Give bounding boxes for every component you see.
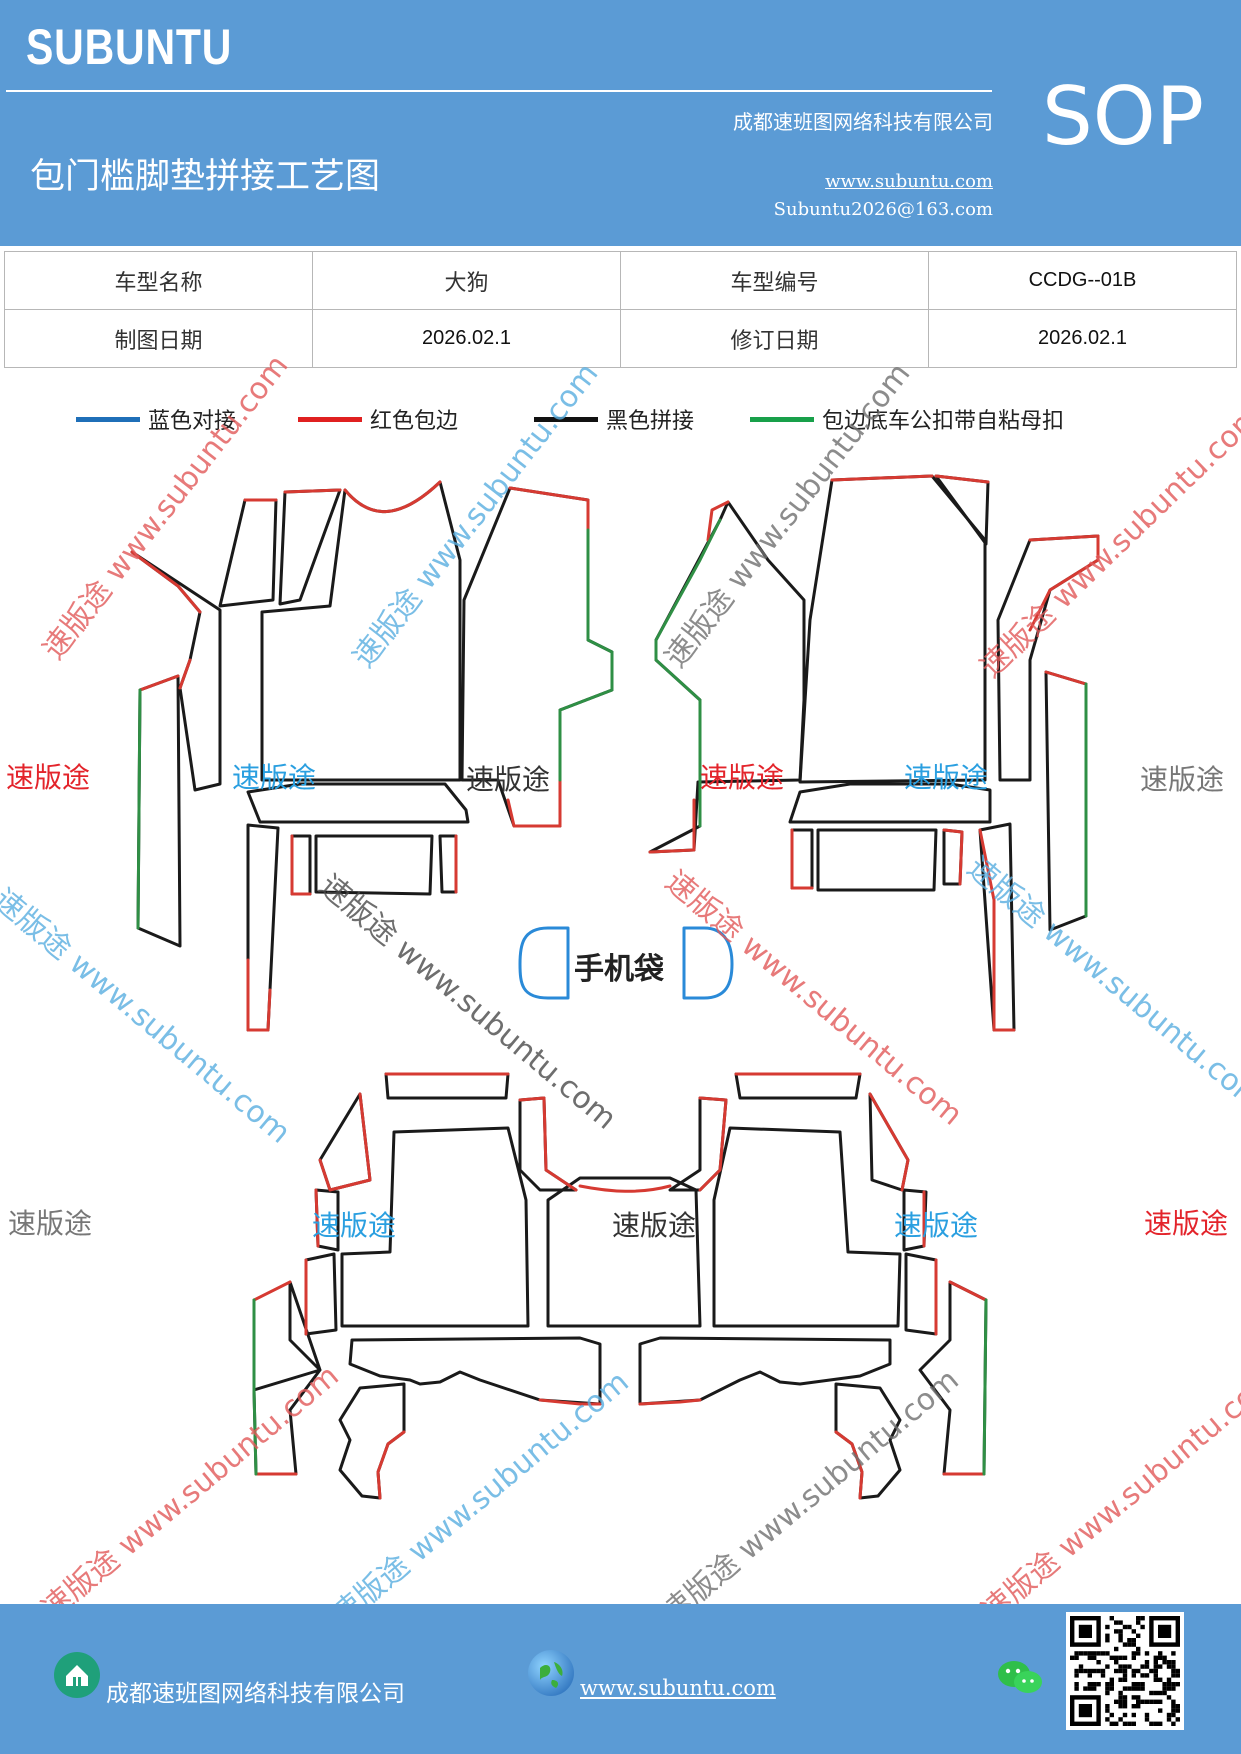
model-code-value: CCDG--01B (928, 251, 1237, 310)
mat-piece (712, 1126, 902, 1328)
mat-piece (136, 674, 182, 948)
mat-piece (934, 474, 990, 546)
mat-piece (868, 1092, 910, 1192)
model-name-value: 大狗 (312, 251, 621, 310)
mat-piece (260, 480, 462, 782)
qr-code-icon (1066, 1612, 1184, 1730)
sop-badge: SOP (1042, 70, 1204, 163)
brand-logo: SUBUNTU (26, 19, 233, 75)
header-email[interactable]: Subuntu2026@163.com (773, 199, 993, 220)
globe-icon (528, 1650, 574, 1696)
header-divider (6, 90, 992, 92)
mat-piece (638, 1336, 892, 1406)
legend-red-swatch (298, 416, 362, 422)
header-banner: SUBUNTU 成都速班图网络科技有限公司 包门槛脚垫拼接工艺图 www.sub… (0, 0, 1241, 246)
legend-label: 包边底车公扣带自粘母扣 (822, 409, 1065, 434)
draw-date-value: 2026.02.1 (312, 309, 621, 368)
header-company: 成都速班图网络科技有限公司 (733, 110, 993, 134)
mat-piece (340, 1126, 530, 1328)
footer-company: 成都速班图网络科技有限公司 (106, 1681, 405, 1707)
mat-piece (304, 1252, 338, 1336)
mat-piece (130, 550, 222, 792)
footer-banner: 成都速班图网络科技有限公司 www.subuntu.com (0, 1604, 1241, 1754)
mat-piece (290, 834, 312, 896)
mat-piece (438, 834, 458, 894)
mat-piece (816, 828, 938, 892)
legend-label: 黑色拼接 (606, 409, 695, 434)
mat-piece (252, 1280, 322, 1476)
mat-piece (314, 834, 434, 896)
mat-piece (218, 498, 278, 608)
legend-black: 黑色拼接 (534, 404, 694, 434)
floor-mat-pattern-drawing (130, 474, 1100, 1500)
table-row: 制图日期 2026.02.1 修订日期 2026.02.1 (4, 309, 1237, 368)
legend-green-swatch (750, 416, 814, 422)
legend-red: 红色包边 (298, 404, 458, 434)
table-row: 车型名称 大狗 车型编号 CCDG--01B (4, 251, 1237, 310)
draw-date-label: 制图日期 (4, 309, 313, 368)
mat-piece (348, 1336, 602, 1406)
revise-date-value: 2026.02.1 (928, 309, 1237, 368)
model-code-label: 车型编号 (620, 251, 929, 310)
mat-piece (384, 1072, 510, 1100)
page-title: 包门槛脚垫拼接工艺图 (30, 157, 381, 197)
mat-piece (518, 1096, 578, 1192)
header-website-link[interactable]: www.subuntu.com (825, 171, 993, 192)
model-name-label: 车型名称 (4, 251, 313, 310)
mat-piece (788, 782, 992, 824)
legend-label: 蓝色对接 (148, 409, 237, 434)
wechat-icon[interactable] (996, 1658, 1044, 1698)
mat-piece (246, 823, 280, 1032)
phone-bag-outline (518, 926, 734, 1000)
mat-piece (904, 1252, 938, 1336)
mat-piece (918, 1280, 988, 1476)
mat-piece (546, 1176, 702, 1328)
mat-piece (246, 782, 470, 824)
legend-blue: 蓝色对接 (76, 404, 236, 434)
mat-piece (798, 474, 987, 784)
mat-piece (734, 1072, 862, 1100)
model-info-table: 车型名称 大狗 车型编号 CCDG--01B 制图日期 2026.02.1 修订… (4, 251, 1237, 368)
footer-website-link[interactable]: www.subuntu.com (580, 1676, 776, 1700)
legend-black-swatch (534, 416, 598, 422)
legend-blue-swatch (76, 416, 140, 422)
mat-piece (668, 1096, 728, 1192)
phone-bag-label: 手机袋 (574, 952, 664, 987)
mat-piece (790, 828, 814, 890)
mat-piece (1044, 670, 1088, 932)
legend-label: 红色包边 (370, 409, 459, 434)
legend-green: 包边底车公扣带自粘母扣 (750, 404, 1064, 434)
home-icon (54, 1652, 100, 1698)
revise-date-label: 修订日期 (620, 309, 929, 368)
